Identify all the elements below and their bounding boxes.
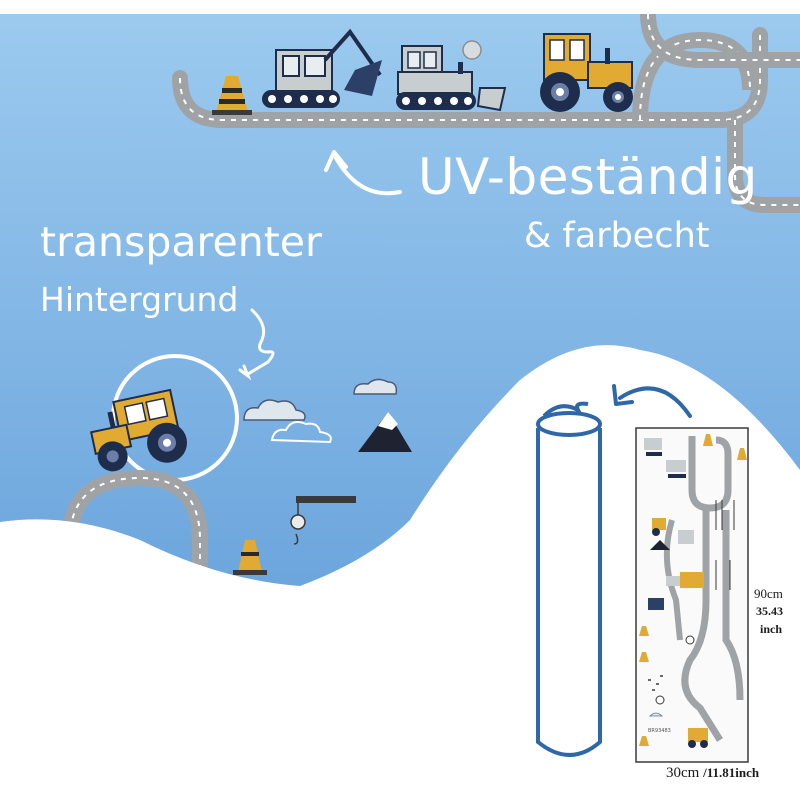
cloud-icon <box>243 399 306 421</box>
squiggle-arrow-icon <box>246 308 275 376</box>
tractor-icon <box>540 33 633 112</box>
excavator-icon <box>262 28 382 108</box>
traffic-cone-icon-2 <box>233 540 267 575</box>
crane-icon <box>290 496 356 545</box>
uv-resistant-heading: UV-beständig <box>418 148 758 206</box>
width-inch-label: /11.81inch <box>703 765 760 780</box>
height-inch-value-label: 35.43 <box>756 604 783 618</box>
height-inch-unit-label: inch <box>760 622 783 636</box>
tractor-highlight-icon <box>90 388 188 472</box>
height-cm-label: 90cm <box>754 586 783 601</box>
background-subheading: Hintergrund <box>40 280 239 319</box>
cloud-icon-2 <box>353 378 398 395</box>
rolled-sticker-icon <box>536 401 602 757</box>
curved-arrow-icon <box>334 156 402 196</box>
traffic-cone-icon <box>212 76 252 115</box>
road-top <box>172 13 800 213</box>
cloud-outline-icon <box>270 421 332 444</box>
bulldozer-icon <box>396 40 507 112</box>
top-border <box>0 0 800 14</box>
transparent-heading: transparenter <box>40 218 322 266</box>
width-label: 30cm /11.81inch <box>666 765 759 782</box>
mountain-icon <box>358 412 412 452</box>
sticker-sheet <box>635 427 749 763</box>
colorfast-subheading: & farbecht <box>524 216 710 256</box>
product-code-label: BR93483 <box>648 728 671 734</box>
width-cm-label: 30cm <box>666 765 700 781</box>
roll-arrow-icon <box>618 386 692 418</box>
road-lower <box>62 469 208 590</box>
